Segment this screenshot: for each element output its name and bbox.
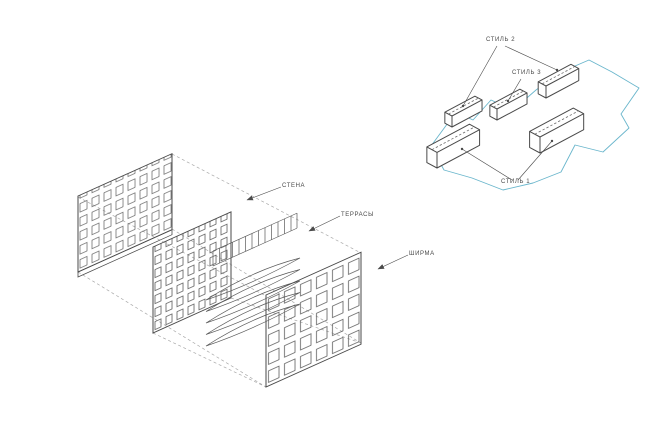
site-leader-lines: [460, 45, 559, 181]
leader-line-shirma: [377, 254, 409, 270]
leader-line-terrasy: [308, 215, 341, 232]
style-volume-4: [426, 123, 480, 169]
exploded-facade-diagram: [77, 152, 409, 388]
site-boundary-outline: [430, 59, 640, 191]
leader-line-stil2-b: [504, 45, 558, 71]
label-shirma: ШИРМА: [409, 251, 435, 257]
style-volume-1: [444, 95, 483, 128]
label-stil-2: СТИЛЬ 2: [486, 37, 516, 43]
style-volume-5: [529, 107, 585, 154]
label-stil-1: СТИЛЬ 1: [501, 179, 531, 185]
terraces-fins: [212, 212, 298, 267]
label-stena: СТЕНА: [282, 183, 306, 189]
leader-line-stil2-a: [462, 45, 498, 107]
leader-line-stena: [246, 186, 282, 201]
leader-line-stil1-b: [517, 140, 553, 181]
style-volume-2: [489, 88, 528, 121]
exploded-leader-lines: [246, 186, 409, 270]
facade-wall: [77, 152, 173, 278]
style-volume-3: [537, 64, 580, 99]
facade-screen: [265, 251, 362, 388]
facade-inner-wall: [152, 211, 232, 334]
leader-line-stil3: [507, 78, 522, 102]
label-stil-3: СТИЛЬ 3: [512, 70, 542, 76]
site-plan-diagram: [426, 45, 640, 191]
label-terrasy: ТЕРРАСЫ: [341, 212, 374, 218]
leader-line-stil1-a: [461, 148, 513, 181]
